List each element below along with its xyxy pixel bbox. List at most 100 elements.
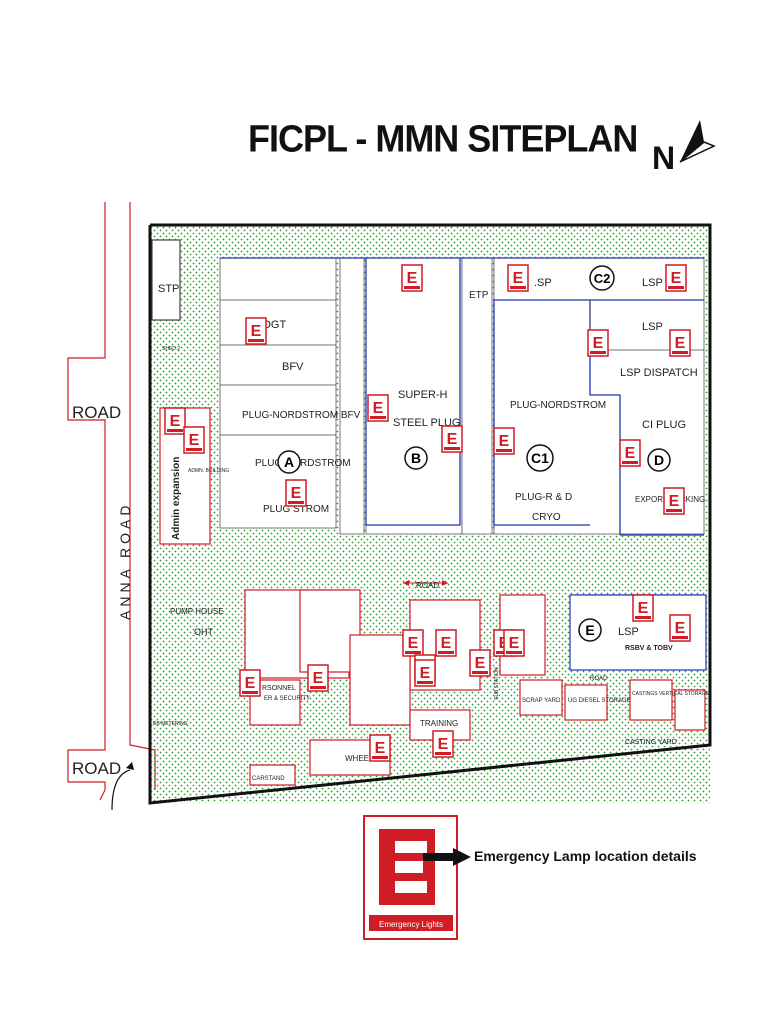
svg-text:E: E [475,655,486,672]
zone-e-label: E [585,622,594,638]
svg-text:E: E [675,620,686,637]
ug-diesel-label: UG DIESEL STORAGE [568,698,631,704]
scrap-yard-block [519,679,563,716]
svg-text:E: E [671,270,682,287]
casting-yard-label: CASTING YARD [625,739,677,746]
svg-text:E: E [420,665,431,682]
utility-block [349,634,411,726]
etp-label: ETP [469,290,489,301]
road-b-label: ROAD [590,676,608,682]
emergency-lamp-icon: E [441,425,463,453]
zone-b-label: B [411,450,421,466]
svg-text:E: E [373,400,384,417]
svg-text:E: E [675,335,686,352]
emergency-lamp-icon: E [369,734,391,762]
page-title: FICPL - MMN SITEPLAN [248,116,638,160]
oht-label: OHT [194,627,214,637]
zone-c1-label: C1 [531,450,549,466]
plug-nordstrom-c1-label: PLUG-NORDSTROM [510,400,606,411]
cryo-label: CRYO [532,512,561,523]
personnel-label: RSONNEL [262,685,296,692]
svg-text:E: E [499,433,510,450]
anna-road-label: ANNA ROAD [117,502,133,620]
etp-block [461,257,493,535]
diesel-block [564,684,608,721]
legend-caption: Emergency Lights [379,920,443,929]
emergency-lamp-icon: E [493,427,515,455]
emergency-lamp-icon: E [507,264,529,292]
stp-label: STP [158,283,179,295]
road-left-top-label: ROAD [72,403,121,422]
emergency-lamp-icon: E [401,264,423,292]
svg-text:E: E [638,600,649,617]
emergency-lamp-icon: E [367,394,389,422]
emergency-lamp-icon: E [402,629,424,657]
svg-text:E: E [509,635,520,652]
emergency-lamp-icon: E [183,426,205,454]
emergency-lamp-icon: E [587,329,609,357]
scrap-yard-label: SCRAP YARD [522,698,561,704]
zone-markers: A B C1 C2 D E [277,265,671,642]
admin-expansion-label: Admin expansion [171,457,182,540]
emergency-lamp-icon: E [285,479,307,507]
castings-block [629,679,673,721]
svg-text:E: E [669,493,680,510]
legend-text: Emergency Lamp location details [474,848,697,864]
emergency-lamp-icon: E [432,730,454,758]
svg-text:E: E [291,485,302,502]
lsp-e-label: LSP [618,626,639,638]
emergency-lamp-icon: E [632,594,654,622]
rsbv-tobv-label: RSBV & TOBV [625,645,673,652]
emergency-lamp-icon: E [663,487,685,515]
security-label: ER & SECURITY [264,696,310,702]
training-label: TRAINING [420,719,458,728]
svg-text:E: E [513,270,524,287]
stp-building [151,239,181,321]
emergency-lamp-icon: E [469,649,491,677]
plug-nordstrom-bfv-label: PLUG-NORDSTROM BFV [242,410,361,421]
emergency-lamp-icon: E [669,329,691,357]
svg-text:E: E [438,736,449,753]
legend-lamp-icon: Emergency Lights [363,815,458,940]
sp-label: .SP [534,277,552,289]
plug-strom-label: PLUG STROM [263,504,329,515]
north-arrow: N [652,118,716,178]
zone-a-label: A [284,454,294,470]
zone-c2-label: C2 [594,271,611,286]
block-a [219,257,337,529]
zone-d-label: D [654,452,664,468]
arrow-right-icon [423,848,471,866]
svg-text:E: E [189,432,200,449]
lsp-dispatch-label: LSP DISPATCH [620,367,698,379]
plug-nordstrom-a-label: PLUG NORDSTROM [255,458,351,469]
road-label: ROAD [416,581,439,590]
svg-text:E: E [447,431,458,448]
lsp-mid-label: LSP [642,321,663,333]
emergency-lamp-icon: E [307,664,329,692]
site-boundary [148,223,712,805]
emergency-lamp-icon: E [239,669,261,697]
emergency-lamp-icon: E [164,407,186,435]
castings-storage-label: CASTINGS VERTICAL STORAGE [632,691,710,697]
svg-text:E: E [170,413,181,430]
service-strip [339,257,365,535]
shed-label: SHED 2 [162,346,180,352]
emergency-lamp-icon: E [665,264,687,292]
storage-block [674,689,706,731]
svg-text:E: E [251,323,262,340]
lsp-top-label: LSP [642,277,663,289]
carstand-label: CARSTAND [252,776,285,782]
anna-road-outline [67,202,156,801]
svg-text:E: E [593,335,604,352]
svg-text:E: E [407,270,418,287]
admin-building-label: ADMN. BUILDING [188,468,229,474]
emergency-lamp-icon: E [619,439,641,467]
emergency-lamp-icon: E [245,317,267,345]
road-left-bottom-label: ROAD [72,759,121,778]
pump-house-label: PUMP HOUSE [170,607,224,616]
plug-r-d-label: PLUG-R & D [515,492,572,503]
super-h-label: SUPER-H [398,389,448,401]
ci-plug-label: CI PLUG [642,419,686,431]
carstand-block [249,764,296,786]
